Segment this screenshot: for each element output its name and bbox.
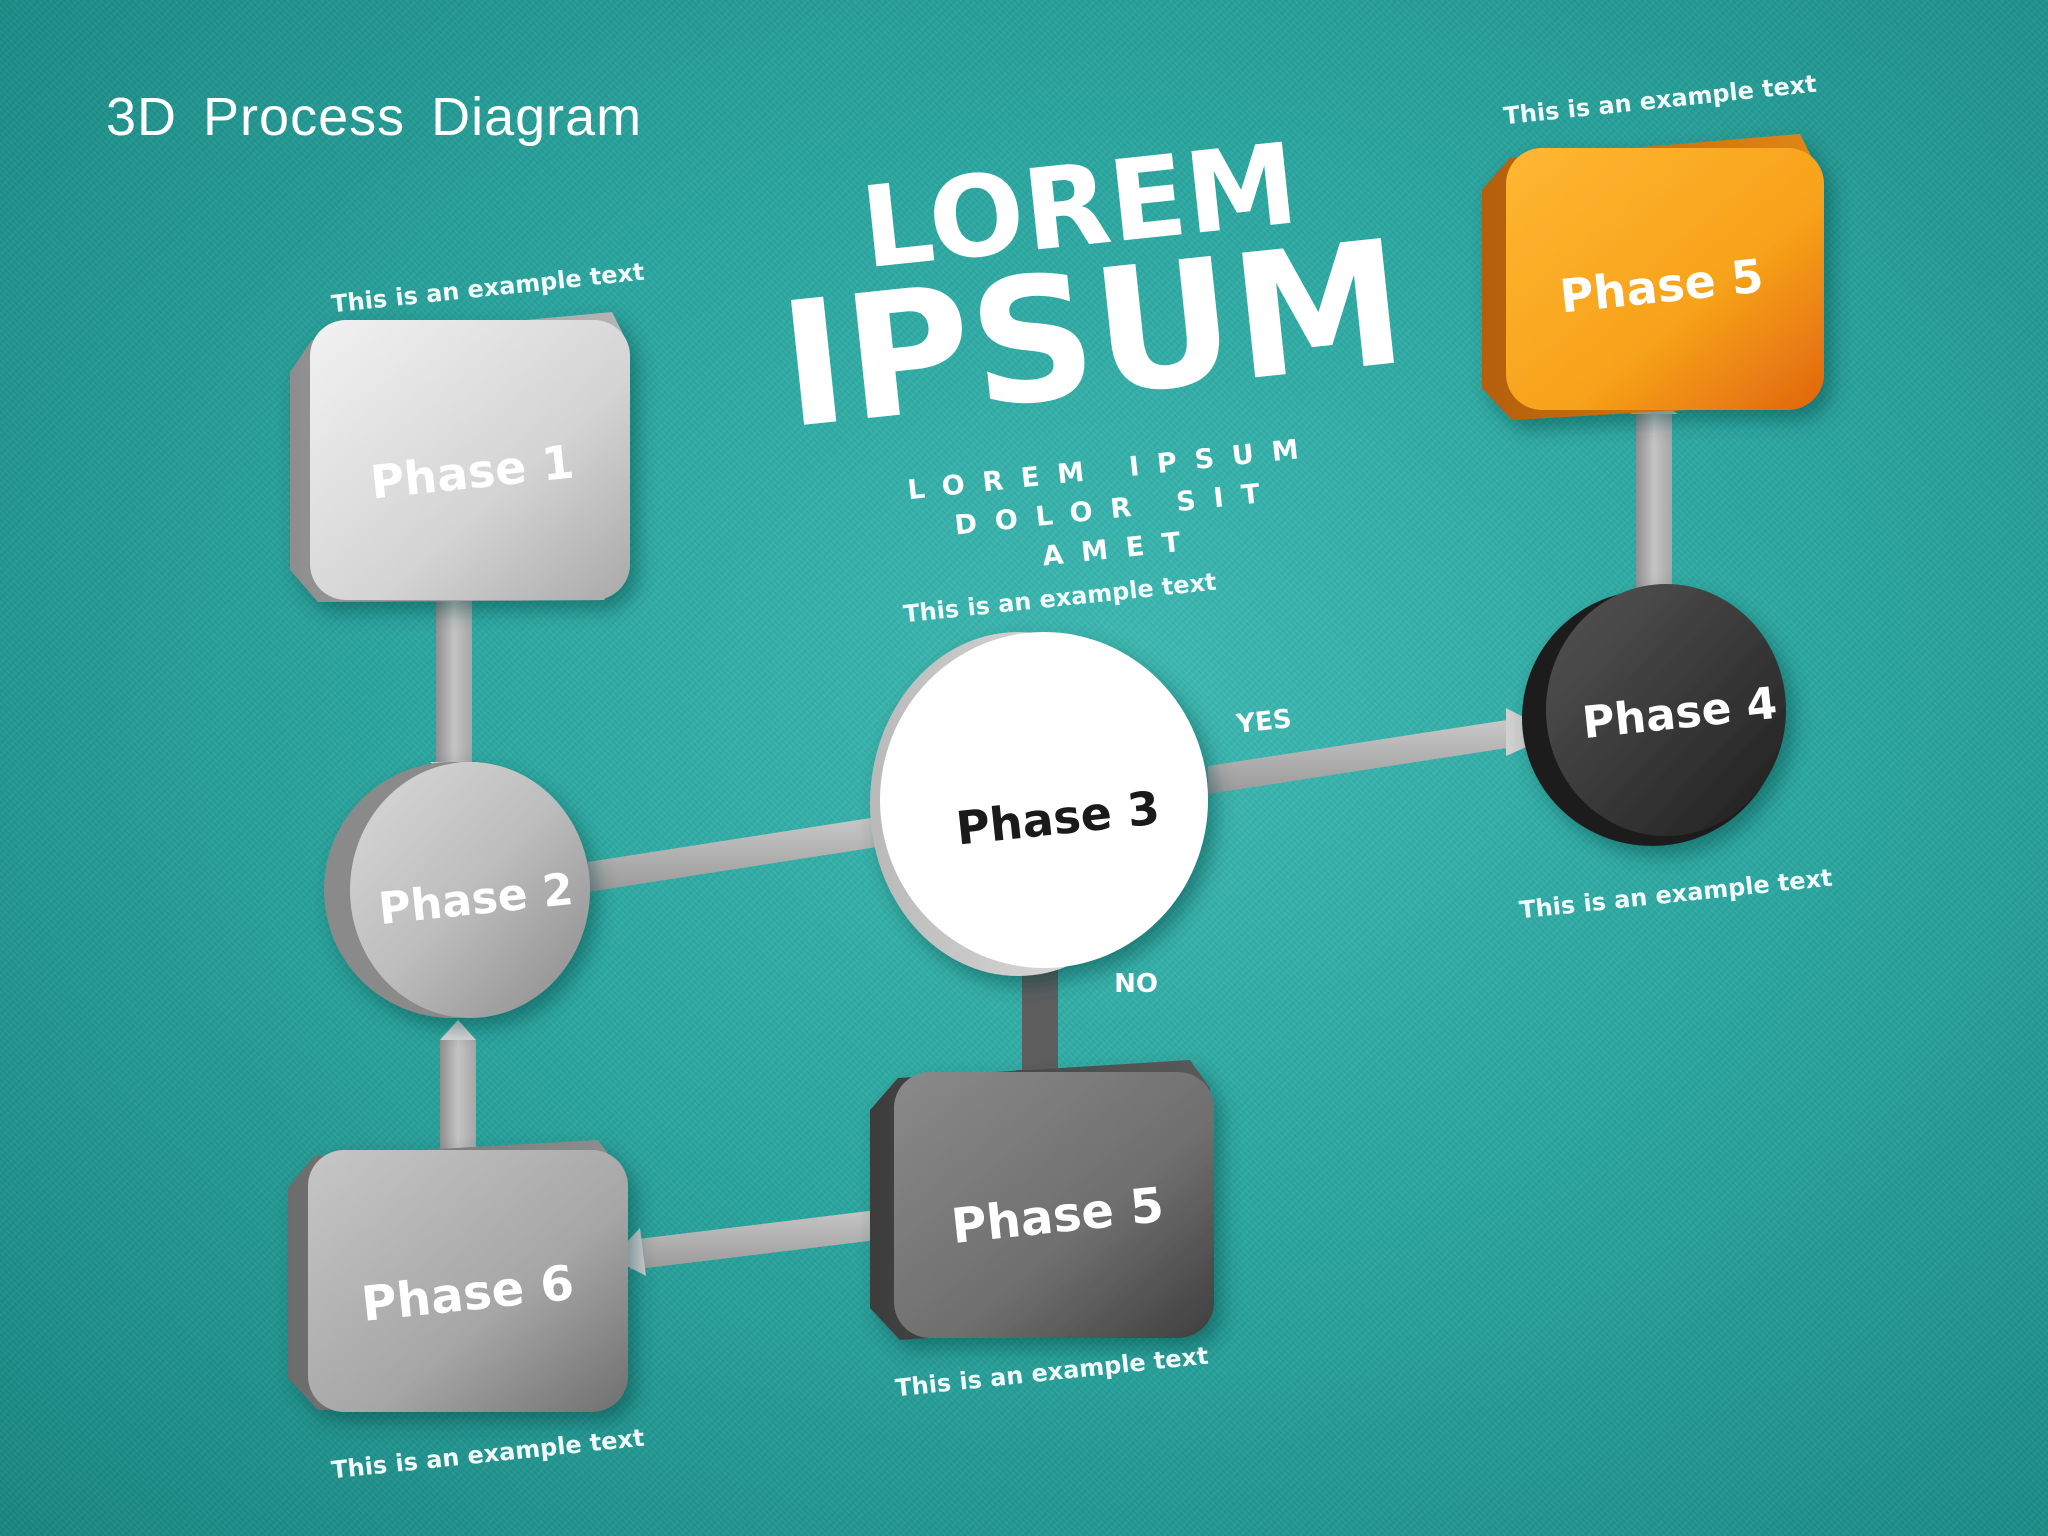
connector-phase4-phase5 xyxy=(1630,398,1678,600)
headline: LOREM IPSUM LOREM IPSUM DOLOR SIT AMET xyxy=(772,119,1414,572)
node-phase1-caption: This is an example text xyxy=(330,258,646,319)
node-phase1 xyxy=(290,312,630,602)
tagline-line3: AMET xyxy=(1041,525,1200,572)
arrowhead-icon xyxy=(612,1228,646,1276)
node-phase5-bottom xyxy=(870,1060,1214,1340)
node-phase3 xyxy=(870,632,1208,976)
arrowhead-icon xyxy=(440,1020,476,1040)
connector-phase5b-phase6 xyxy=(612,1206,910,1276)
connector-phase1-phase2 xyxy=(430,585,478,784)
node-phase5-top xyxy=(1482,134,1824,420)
node-phase6 xyxy=(288,1140,628,1412)
node-phase5-top-caption: This is an example text xyxy=(1502,70,1818,131)
node-phase6-caption: This is an example text xyxy=(330,1424,646,1485)
node-phase5-bottom-caption: This is an example text xyxy=(894,1342,1210,1403)
node-phase4-caption: This is an example text xyxy=(1518,864,1834,925)
node-phase3-caption: This is an example text xyxy=(902,568,1218,629)
branch-yes-label: YES xyxy=(1234,704,1293,740)
node-phase4 xyxy=(1522,584,1786,846)
connector-phase2-phase3 xyxy=(588,815,890,892)
connectors xyxy=(430,398,1678,1276)
page-title: 3D Process Diagram xyxy=(106,87,643,147)
branch-no-label: NO xyxy=(1114,969,1158,999)
node-phase2 xyxy=(324,762,590,1018)
